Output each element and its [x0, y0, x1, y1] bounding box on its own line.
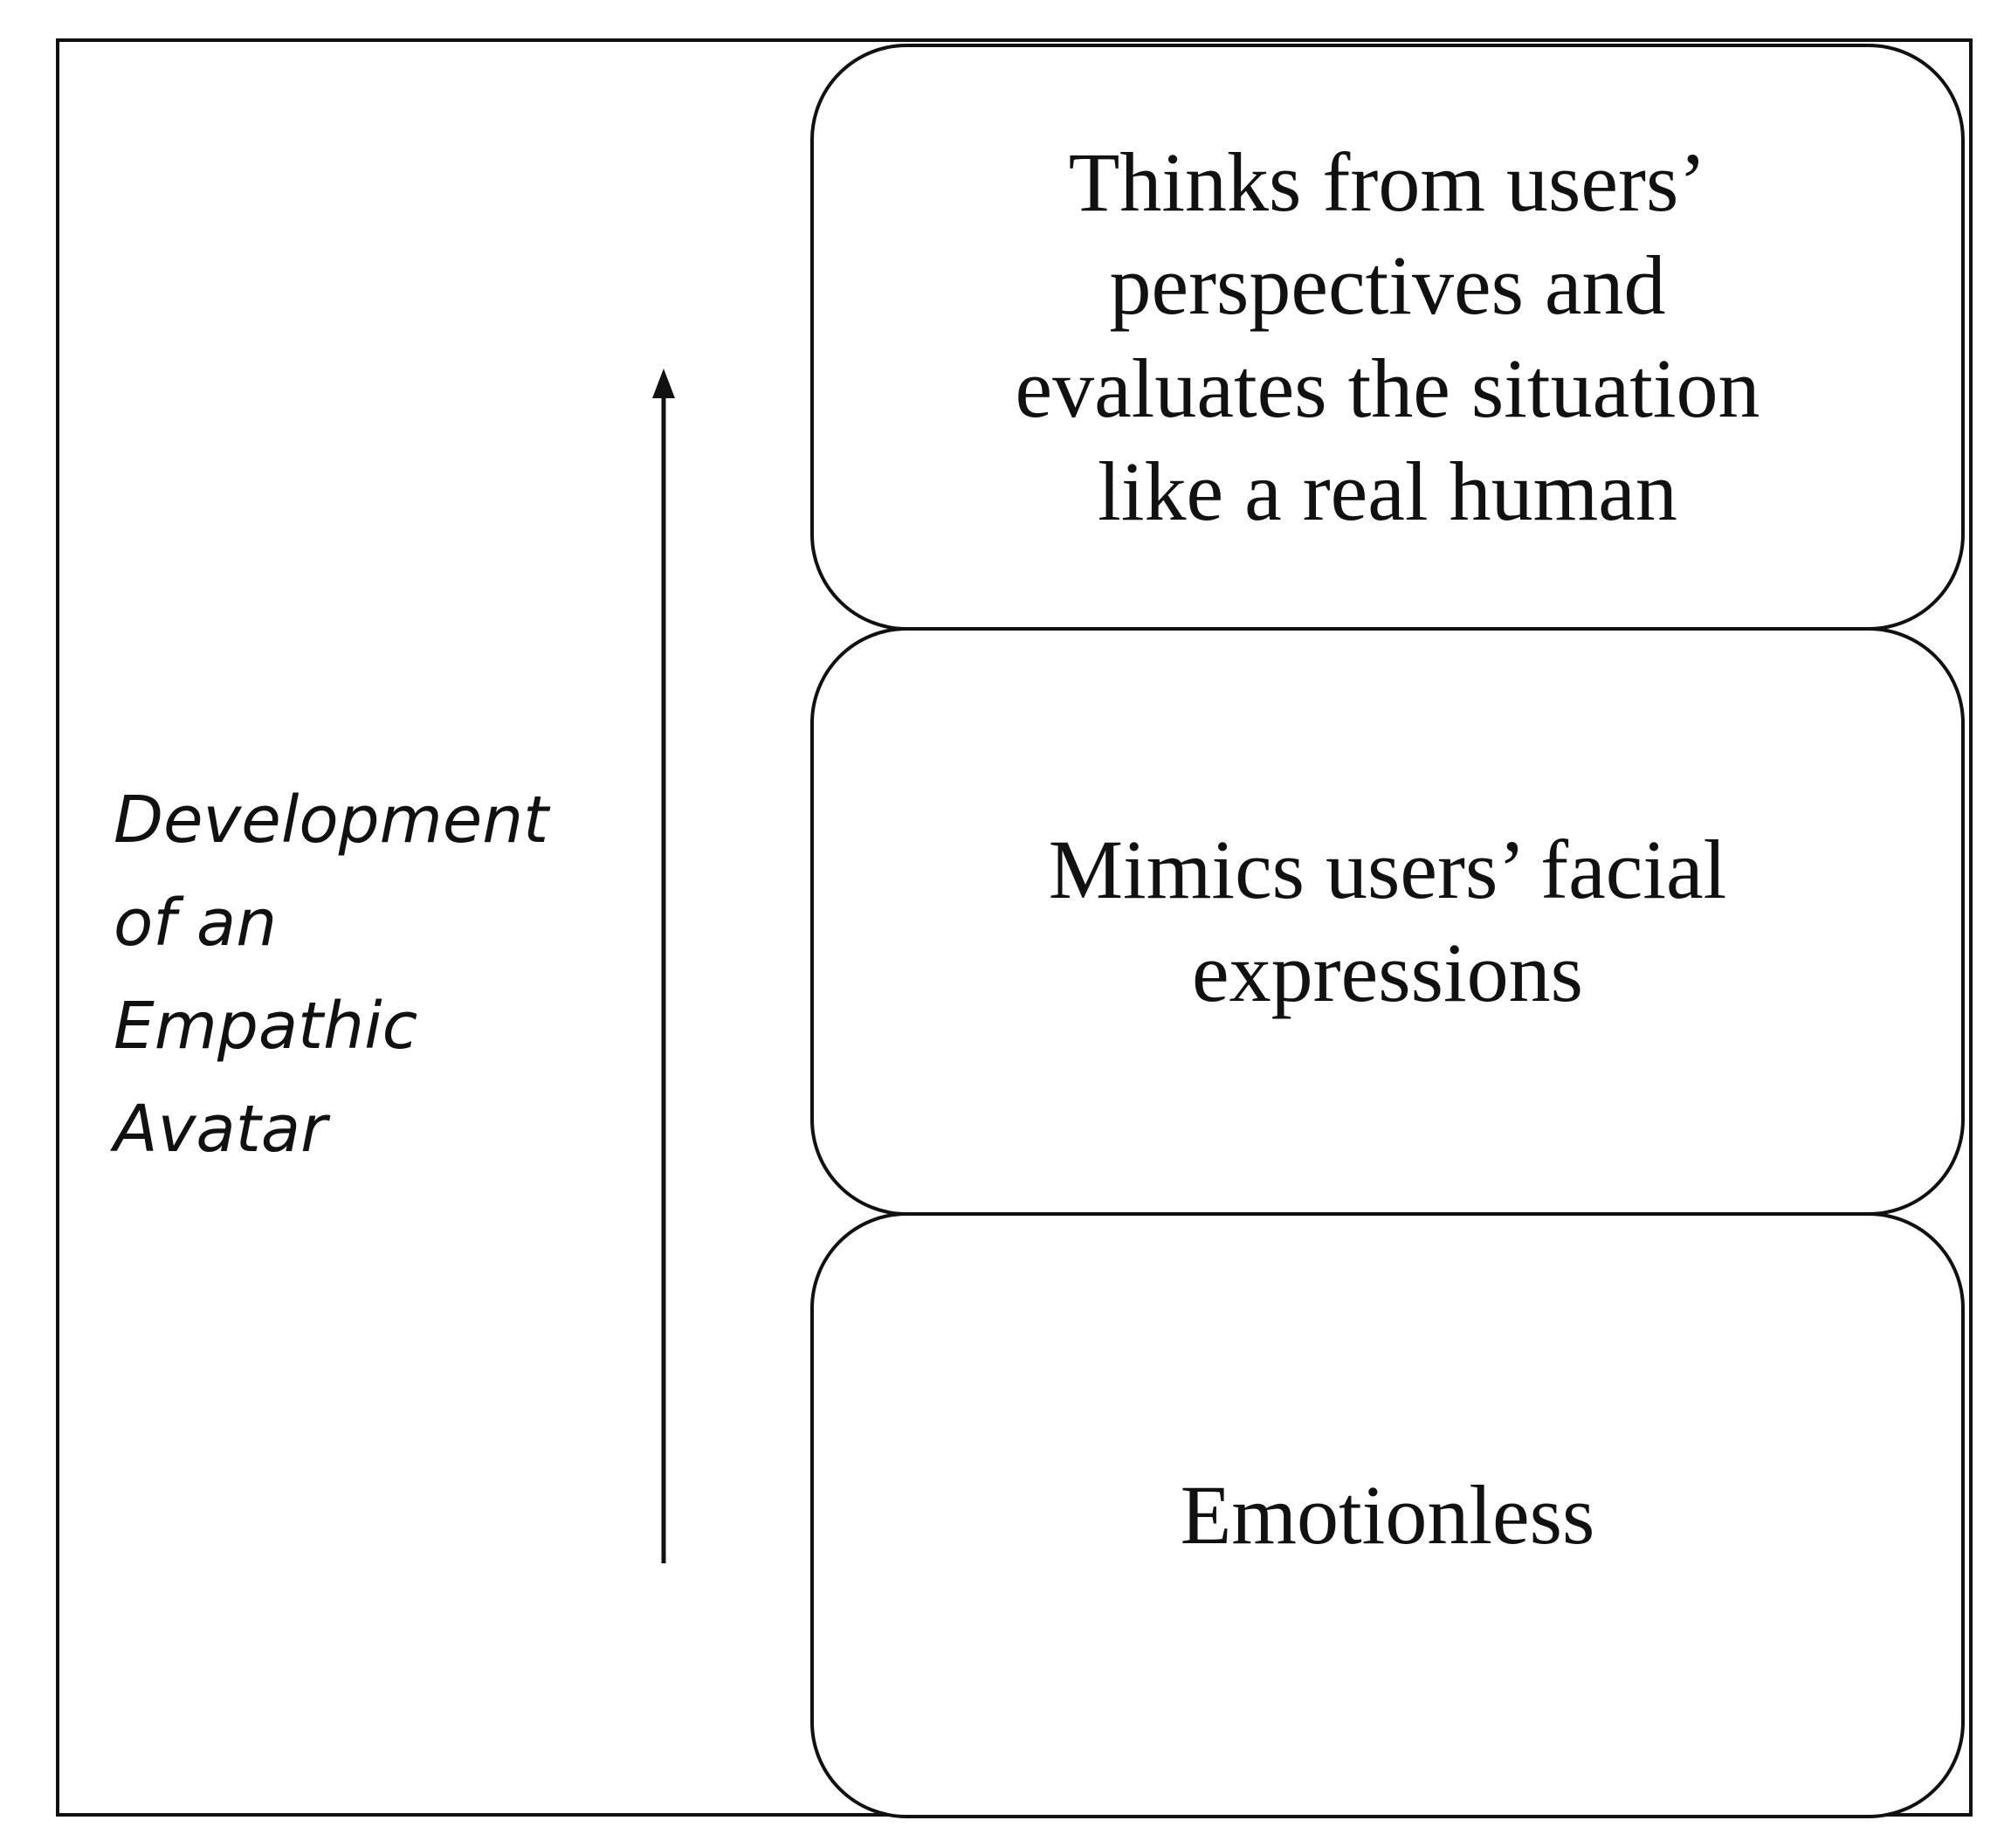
level-text: Mimics users’ facial expressions [1049, 818, 1727, 1024]
level-text: Emotionless [1181, 1464, 1595, 1567]
axis-label-line: Avatar [114, 1092, 327, 1167]
level-text-line: Thinks from users’ [1068, 135, 1707, 229]
axis-label-line: of an [114, 886, 278, 961]
level-text-line: perspectives and [1109, 238, 1666, 332]
level-box-emotionless: Emotionless [810, 1212, 1965, 1818]
level-box-perspective-taking: Thinks from users’ perspectives and eval… [810, 44, 1965, 631]
level-text-line: Mimics users’ facial [1048, 823, 1727, 916]
development-axis-label: Development of an Empathic Avatar [114, 769, 637, 1181]
level-box-mimicry: Mimics users’ facial expressions [810, 627, 1965, 1216]
level-text-line: evaluates the situation [1015, 341, 1760, 435]
level-text-line: Emotionless [1180, 1468, 1595, 1562]
axis-label-line: Empathic [114, 989, 418, 1064]
level-text-line: like a real human [1098, 445, 1677, 538]
level-text-line: expressions [1192, 926, 1583, 1019]
axis-label-line: Development [114, 783, 549, 858]
level-text: Thinks from users’ perspectives and eval… [1015, 131, 1760, 543]
